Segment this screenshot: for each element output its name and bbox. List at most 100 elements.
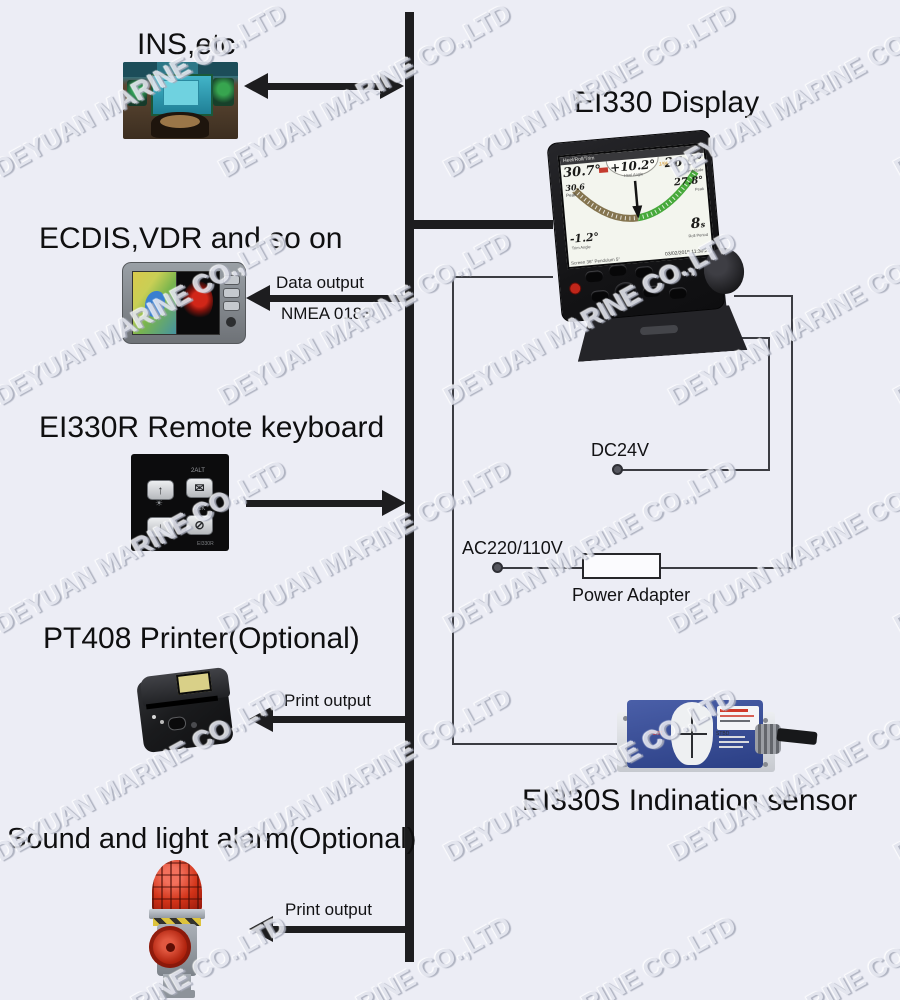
ins-title: INS,etc [137, 28, 236, 61]
ecdis-chart-lake [145, 291, 165, 317]
sensor-cable [776, 727, 818, 746]
printer-arrow [249, 705, 406, 733]
period-unit: s [700, 218, 706, 230]
sensor-sticker-redline-1 [720, 709, 748, 712]
key-down: ↓ [147, 517, 174, 537]
display-button-3 [634, 265, 654, 279]
trim-value: -1.2° [569, 230, 600, 246]
watermark-text: DEYUAN MARINE CO.,LTD [214, 910, 516, 1000]
watermark-text: DEYUAN MARINE CO.,LTD [663, 453, 900, 640]
dc24v-label: DC24V [591, 440, 650, 460]
ins-panel-right [213, 78, 234, 106]
arrow-shaft [269, 716, 406, 723]
ecdis-button-3 [223, 301, 240, 311]
sensor-hole-br [763, 762, 768, 767]
ins-window-left [123, 62, 157, 77]
ecdis-knob [226, 317, 236, 327]
down-arrow-icon: ↓ [157, 520, 164, 534]
printer-title: PT408 Printer(Optional) [43, 622, 360, 655]
ins-arrow [244, 72, 404, 100]
period-value: 8s [690, 215, 706, 232]
sensor-stbd-text: STBD [716, 731, 730, 737]
sensor-spec-line-2 [719, 741, 749, 743]
sensor-sticker-line-1 [720, 720, 750, 722]
watermark-text: DEYUAN MARINE CO.,LTD [888, 226, 900, 412]
display-button-1 [584, 270, 604, 283]
ecdis-button-2 [223, 288, 240, 298]
dc24v-terminal [612, 464, 623, 475]
key-ack: ⊘ [186, 515, 213, 535]
sensor-title: EI330S Indination sensor [522, 784, 858, 817]
printer-device [133, 658, 237, 756]
peak-label: Peak [694, 185, 705, 192]
sensor-sticker-redline-2 [720, 715, 754, 717]
sensor-hole-bl [623, 762, 628, 767]
display-screen: Heel/Roll/Trim 30.7° 30.6 Peak +10.2° He… [557, 142, 715, 270]
printer-paper-window [175, 671, 213, 695]
display-button-5 [590, 289, 610, 303]
ins-photo [123, 62, 238, 139]
alarm-title: Sound and light alarm(Optional) [7, 823, 417, 855]
display-button-2 [608, 263, 628, 277]
alarm-neck [163, 974, 191, 992]
printer-led-2 [160, 720, 164, 724]
keyboard-title: EI330R Remote keyboard [39, 411, 385, 444]
arrow-head-right [380, 73, 404, 99]
nmea-label: NMEA 0183 [281, 304, 372, 323]
up-arrow-icon: ↑ [157, 483, 164, 497]
data-output-label: Data output [276, 273, 364, 292]
display-button-4 [660, 267, 680, 280]
key-dim-label: 2ALT [191, 468, 205, 474]
sensor-wire-vertical [452, 276, 454, 745]
ecdis-arrow [246, 284, 406, 312]
ins-console-inner [163, 80, 199, 106]
ac-terminal [492, 562, 503, 573]
ecdis-device [122, 262, 246, 344]
sensor-wire-horizontal-top [452, 276, 553, 278]
ecdis-radar-echo [183, 281, 213, 321]
dc24v-wire-vertical [768, 338, 770, 471]
alarm-base [159, 990, 195, 998]
key-dim: ✉ [186, 478, 213, 498]
watermark-text: DEYUAN MARINE CO.,LTD [888, 454, 900, 640]
alarm-warning-band [153, 918, 201, 926]
alarm-horn-center [166, 943, 175, 952]
sensor-crosshair-h [677, 733, 707, 735]
display-device: Heel/Roll/Trim 30.7° 30.6 Peak +10.2° He… [546, 128, 848, 364]
ac-label: AC220/110V [462, 538, 563, 558]
ins-window-right [198, 62, 238, 76]
ins-panel-left [127, 80, 147, 106]
ins-pedestal-top [160, 115, 200, 128]
ac-wire-to-knob [734, 295, 793, 297]
arrow-shaft [246, 500, 386, 507]
sensor-spec-line-1 [719, 736, 745, 738]
print-output-label-1: Print output [284, 691, 371, 710]
watermark-text: DEYUAN MARINE CO.,LTD [439, 910, 741, 1000]
sensor-port-text: PORT [649, 731, 663, 737]
watermark-text: DEYUAN MARINE CO.,LTD [888, 0, 900, 184]
arrow-shaft [269, 926, 406, 933]
sensor-device: PORT STBD [613, 698, 818, 784]
display-power-button [568, 282, 582, 296]
ac-wire-vertical [791, 296, 793, 569]
alarm-arrow [249, 915, 406, 943]
ecdis-title: ECDIS,VDR and so on [39, 222, 343, 255]
sensor-hole-tr [763, 718, 768, 723]
mute-icon: ⊘ [194, 518, 205, 532]
power-adapter-label: Power Adapter [572, 585, 691, 605]
print-output-label-2: Print output [285, 900, 372, 919]
arrow-head-right [382, 490, 406, 516]
heel-peak-label: Peak [565, 192, 577, 198]
display-body: Heel/Roll/Trim 30.7° 30.6 Peak +10.2° He… [546, 129, 726, 323]
arrow-shaft [264, 83, 384, 90]
alarm-collar [149, 909, 205, 919]
display-dpad [613, 281, 638, 302]
keyboard-model-text: EI330R [197, 541, 214, 547]
brightness-icon: ☀ [155, 498, 164, 508]
alarm-device [147, 860, 207, 998]
display-title: EI330 Display [574, 86, 760, 119]
ac-wire-left [498, 567, 584, 569]
watermark-text: DEYUAN MARINE CO.,LTD [664, 910, 900, 1000]
watermark-text: DEYUAN MARINE CO.,LTD [889, 910, 900, 1000]
